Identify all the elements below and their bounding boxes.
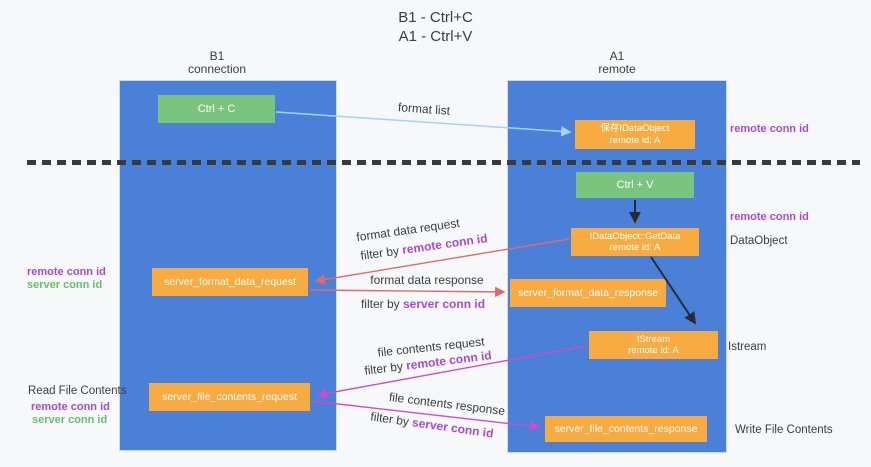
server-format-data-response-label: server_format_data_response: [517, 287, 659, 299]
format-data-response-arrow: [309, 286, 506, 298]
save-idataobject-node: 保存IDataObject remote id: A: [575, 120, 695, 149]
istream-annotation: Istream: [728, 341, 767, 353]
server-file-contents-request-node: server_file_contents_request: [149, 383, 310, 411]
format-list-label: format list: [397, 100, 451, 118]
istream-remote-id: remote id: A: [628, 345, 679, 356]
dataobject-annotation: DataObject: [730, 235, 788, 247]
filter-by-text: filter by: [369, 409, 410, 429]
left-server-conn-id-annotation: server conn id: [27, 279, 103, 291]
read-file-contents-annotation: Read File Contents: [28, 385, 127, 397]
server-file-contents-request-label: server_file_contents_request: [162, 391, 297, 403]
right-remote-conn-id-annotation-mid: remote conn id: [730, 211, 809, 223]
lane-a1-name: A1: [609, 49, 625, 63]
left-remote-conn-id-annotation: remote conn id: [27, 266, 106, 278]
filter-by-text: filter by: [360, 297, 400, 311]
lane-header-b1: B1 connection: [117, 50, 317, 76]
save-idataobject-remote-id: remote id: A: [609, 134, 661, 146]
istream-node: IStream remote id: A: [589, 331, 718, 359]
left-remote-conn-id-annotation-2: remote conn id: [31, 401, 110, 413]
lane-b1-name: B1: [209, 49, 225, 63]
title-line1: B1 - Ctrl+C: [398, 9, 473, 26]
lane-a1-subtitle: remote: [598, 62, 636, 76]
title-line2: A1 - Ctrl+V: [398, 28, 473, 45]
server-conn-id-text: server conn id: [411, 415, 495, 441]
ctrl-v-node: Ctrl + V: [576, 172, 694, 198]
idataobject-getdata-title: IDataObject::GetData: [589, 230, 681, 242]
copy-paste-separator-line: [27, 160, 860, 165]
server-format-data-request-node: server_format_data_request: [152, 268, 308, 296]
ctrl-c-node: Ctrl + C: [158, 95, 275, 123]
istream-title: IStream: [636, 333, 671, 345]
format-data-response-label: format data response: [370, 273, 484, 287]
server-file-contents-response-label: server_file_contents_response: [554, 423, 698, 435]
ctrl-v-label: Ctrl + V: [616, 179, 654, 191]
ctrl-c-label: Ctrl + C: [197, 103, 236, 115]
save-idataobject-title: 保存IDataObject: [600, 123, 670, 134]
server-format-data-request-label: server_format_data_request: [164, 276, 296, 288]
write-file-contents-annotation: Write File Contents: [735, 424, 833, 436]
filter-by-text: filter by: [363, 359, 404, 378]
format-response-filter-label: filter by server conn id: [361, 297, 485, 311]
idataobject-getdata-remote-id: remote id: A: [609, 242, 661, 253]
server-file-contents-response-node: server_file_contents_response: [545, 416, 707, 442]
right-remote-conn-id-annotation-top: remote conn id: [730, 123, 809, 135]
lane-header-a1: A1 remote: [517, 50, 717, 76]
idataobject-getdata-node: IDataObject::GetData remote id: A: [571, 228, 699, 256]
server-format-data-response-node: server_format_data_response: [510, 279, 666, 307]
server-conn-id-text: server conn id: [403, 297, 486, 311]
page-title: B1 - Ctrl+C A1 - Ctrl+V: [0, 8, 871, 46]
left-server-conn-id-annotation-2: server conn id: [32, 414, 108, 426]
lane-b1-subtitle: connection: [187, 62, 247, 76]
filter-by-text: filter by: [359, 243, 400, 263]
